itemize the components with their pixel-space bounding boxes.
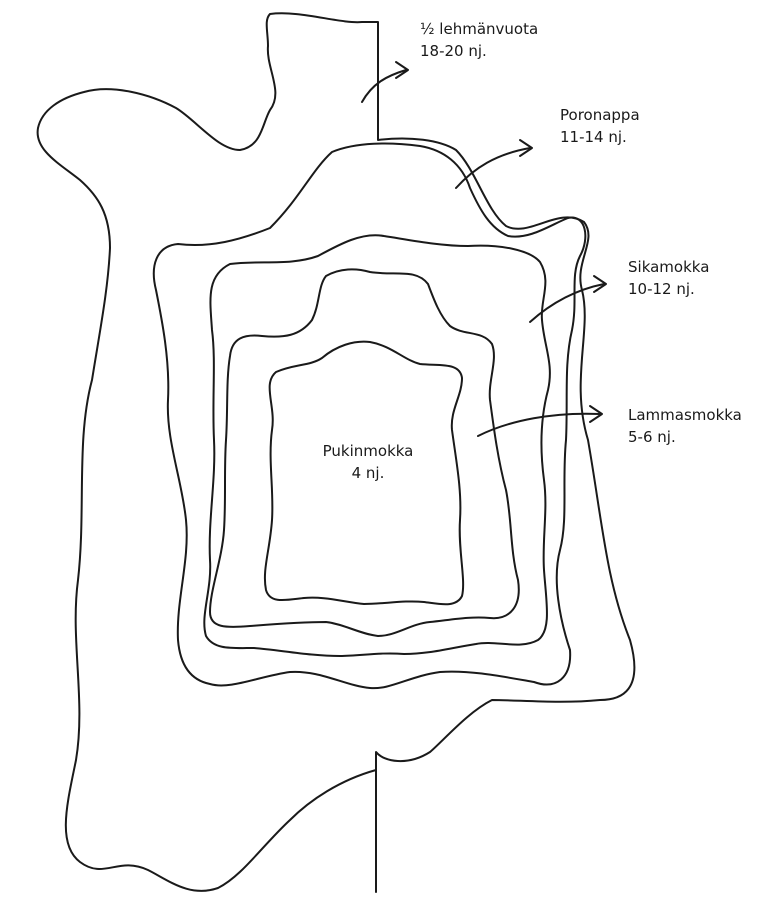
pig-thickness: 10-12 nj. [628,280,695,298]
reindeer-label: Poronappa [560,106,640,124]
reindeer-hide-outline [154,144,586,689]
goat-label: Pukinmokka [323,442,414,460]
sheep-thickness: 5-6 nj. [628,428,676,446]
sheep-label: Lammasmokka [628,406,742,424]
arrow-cow-half [362,62,408,102]
pig-label: Sikamokka [628,258,709,276]
goat-thickness: 4 nj. [352,464,385,482]
cow-half-label: ½ lehmänvuota [420,20,538,38]
reindeer-thickness: 11-14 nj. [560,128,627,146]
cow-half-thickness: 18-20 nj. [420,42,487,60]
